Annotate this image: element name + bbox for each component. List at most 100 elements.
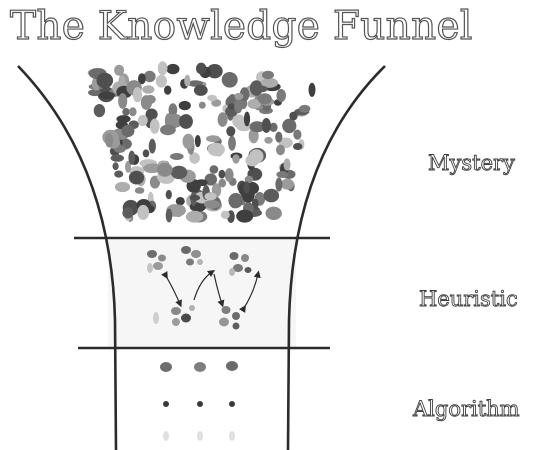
mystery-dot xyxy=(264,136,273,144)
mystery-dot xyxy=(170,153,184,160)
mystery-dot xyxy=(282,118,297,134)
mystery-dot xyxy=(189,152,200,164)
mystery-dot xyxy=(234,92,244,100)
mystery-dot xyxy=(170,165,188,180)
mystery-dot xyxy=(137,204,150,220)
mystery-dot xyxy=(234,97,243,114)
mystery-dot xyxy=(110,154,125,162)
mystery-dot xyxy=(226,126,236,137)
mystery-dot xyxy=(269,122,278,132)
mystery-dot xyxy=(175,197,185,206)
mystery-dot xyxy=(221,72,238,88)
mystery-dot xyxy=(157,61,168,76)
mystery-dot xyxy=(299,104,311,113)
mystery-dot xyxy=(283,158,291,171)
mystery-dot xyxy=(206,135,221,143)
mystery-dot xyxy=(261,77,279,88)
mystery-dot xyxy=(165,189,172,200)
stage-label-mystery: Mystery xyxy=(428,151,516,176)
mystery-dot xyxy=(218,178,227,188)
mystery-dot xyxy=(134,187,145,194)
mystery-dot xyxy=(232,114,246,128)
mystery-dot xyxy=(207,94,218,102)
mystery-dot xyxy=(142,149,150,158)
mystery-dot xyxy=(138,73,146,85)
heuristic-clusters xyxy=(147,246,252,330)
stage-label-heuristic: Heuristic xyxy=(419,287,519,312)
mystery-dot xyxy=(193,84,208,96)
mystery-dot xyxy=(112,162,119,171)
mystery-dot xyxy=(179,114,193,129)
mystery-dot xyxy=(160,124,176,136)
mystery-dot xyxy=(204,192,217,201)
mystery-dot xyxy=(182,133,195,149)
mystery-dot xyxy=(125,160,131,173)
mystery-dot xyxy=(148,138,156,154)
mystery-dot xyxy=(93,104,106,118)
stage-label-algorithm: Algorithm xyxy=(413,397,521,422)
mystery-dot xyxy=(121,124,135,138)
mystery-dot xyxy=(116,115,131,123)
mystery-dot xyxy=(98,91,116,99)
mystery-dot xyxy=(228,193,243,209)
mystery-dot xyxy=(227,103,236,110)
mystery-dot xyxy=(165,113,184,128)
heuristic-arrows xyxy=(161,270,261,313)
mystery-dot xyxy=(184,74,191,87)
mystery-dot xyxy=(262,70,274,80)
mystery-dot xyxy=(232,154,240,164)
mystery-dot xyxy=(217,112,228,127)
mystery-dot xyxy=(128,170,145,185)
mystery-dot xyxy=(164,85,172,95)
mystery-dot xyxy=(129,107,137,117)
mystery-dot xyxy=(194,135,201,148)
mystery-dot xyxy=(196,62,207,75)
mystery-dot xyxy=(308,82,316,97)
mystery-dot xyxy=(157,162,173,177)
mystery-dot xyxy=(168,103,178,117)
mystery-dot xyxy=(178,100,191,111)
mystery-dot xyxy=(209,165,219,174)
mystery-dot xyxy=(198,101,206,109)
mystery-dot xyxy=(247,99,261,109)
heuristic-panel xyxy=(108,240,296,348)
mystery-dot xyxy=(105,133,114,148)
mystery-dot xyxy=(155,74,167,88)
mystery-dot xyxy=(166,63,180,75)
funnel-left-edge xyxy=(17,65,118,450)
mystery-dot xyxy=(128,150,136,165)
mystery-dot xyxy=(224,168,234,182)
mystery-dot xyxy=(114,170,124,178)
mystery-dot xyxy=(275,177,283,192)
diagram-title: The Knowledge Funnel xyxy=(9,3,473,49)
mystery-dot xyxy=(243,111,251,127)
mystery-dot xyxy=(122,108,130,116)
mystery-dot xyxy=(137,114,148,127)
mystery-dot xyxy=(236,209,254,223)
mystery-dot xyxy=(220,210,230,219)
mystery-dot xyxy=(203,200,221,209)
mystery-dot xyxy=(143,163,162,173)
mystery-dot xyxy=(280,178,295,190)
mystery-dot xyxy=(276,171,289,178)
mystery-dot xyxy=(142,85,155,94)
mystery-dot xyxy=(257,85,268,93)
mystery-dot xyxy=(275,131,283,143)
mystery-dot xyxy=(204,173,217,186)
mystery-dot xyxy=(293,143,303,150)
funnel-right-edge xyxy=(286,65,386,450)
mystery-dot xyxy=(257,93,272,105)
mystery-dot xyxy=(122,207,134,219)
mystery-dot xyxy=(228,135,236,151)
mystery-dot xyxy=(189,194,201,201)
mystery-dot xyxy=(114,181,131,193)
mystery-dot xyxy=(211,99,222,107)
mystery-dot xyxy=(245,154,260,167)
mystery-dot xyxy=(207,142,225,157)
mystery-dot xyxy=(218,169,226,179)
mystery-dot xyxy=(185,210,204,223)
mystery-dot xyxy=(114,64,125,76)
mystery-dot xyxy=(289,111,298,121)
mystery-dot xyxy=(144,94,156,104)
mystery-dot xyxy=(293,129,302,140)
